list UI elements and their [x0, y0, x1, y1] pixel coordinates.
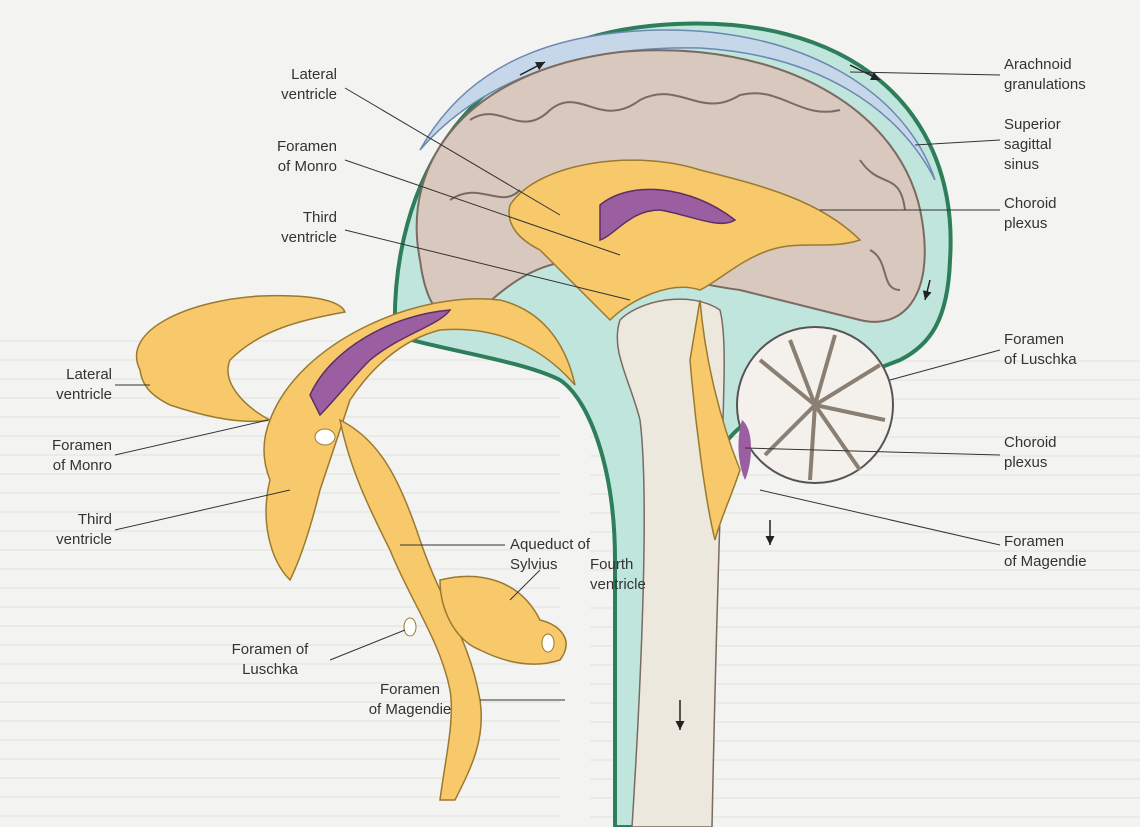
- label-foramen-monro-left: Foramen of Monro: [20, 436, 112, 476]
- label-foramen-magendie-bottom: Foramen of Magendie: [345, 680, 475, 720]
- label-lateral-ventricle-left: Lateral ventricle: [20, 365, 112, 405]
- label-foramen-luschka-bottom: Foramen of Luschka: [215, 640, 325, 680]
- label-foramen-luschka-right: Foramen of Luschka: [1004, 330, 1077, 370]
- label-third-ventricle-top: Third ventricle: [255, 208, 337, 248]
- label-fourth-ventricle: Fourth ventricle: [590, 555, 646, 595]
- label-choroid-plexus-right: Choroid plexus: [1004, 433, 1057, 473]
- label-choroid-plexus-top: Choroid plexus: [1004, 194, 1057, 234]
- label-foramen-magendie-right: Foramen of Magendie: [1004, 532, 1087, 572]
- label-third-ventricle-left: Third ventricle: [20, 510, 112, 550]
- label-aqueduct-sylvius: Aqueduct of Sylvius: [510, 535, 590, 575]
- label-superior-sagittal-sinus: Superior sagittal sinus: [1004, 115, 1061, 175]
- label-arachnoid-granulations: Arachnoid granulations: [1004, 55, 1086, 95]
- label-foramen-monro-top: Foramen of Monro: [255, 137, 337, 177]
- label-lateral-ventricle-top: Lateral ventricle: [255, 65, 337, 105]
